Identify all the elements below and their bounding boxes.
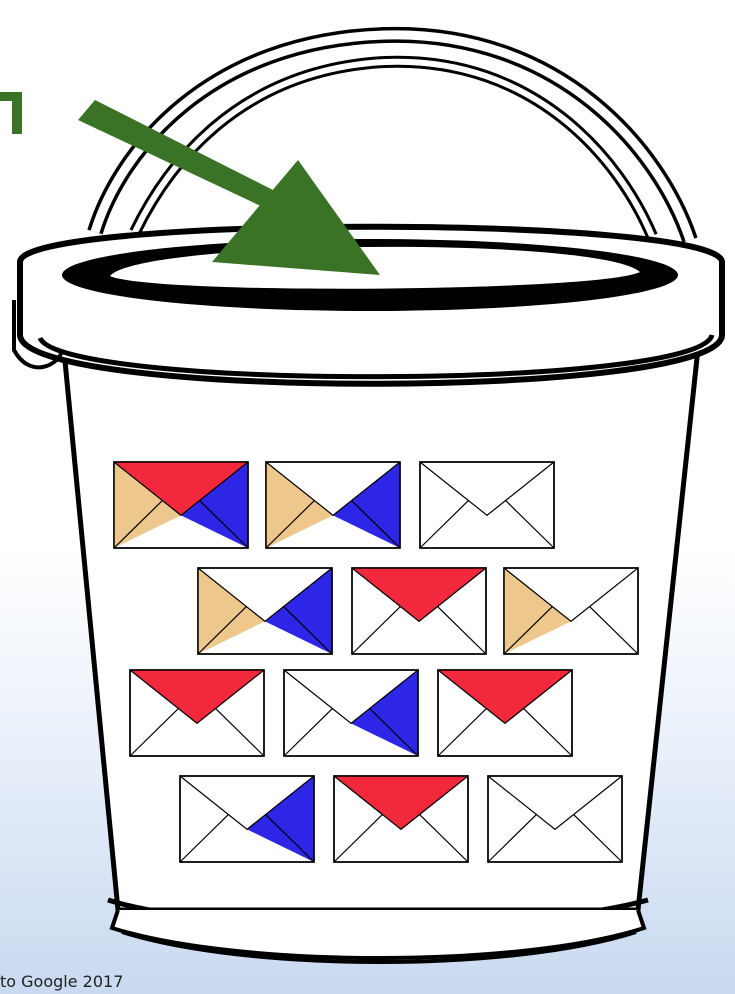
envelope-icon	[488, 776, 622, 862]
envelope-icon	[284, 670, 418, 756]
envelope-icon	[180, 776, 314, 862]
envelope-icon	[198, 568, 332, 654]
envelope-icon	[266, 462, 400, 548]
envelope-icon	[114, 462, 248, 548]
envelope-icon	[334, 776, 468, 862]
envelope-icon	[130, 670, 264, 756]
footer-text: to Google 2017	[0, 972, 123, 991]
envelope-icon	[504, 568, 638, 654]
bucket-rim	[14, 227, 722, 384]
envelope-icon	[352, 568, 486, 654]
envelope-icon	[420, 462, 554, 548]
envelope-icon	[438, 670, 572, 756]
green-bar-fragment	[12, 92, 22, 134]
bucket-handle	[95, 35, 690, 240]
